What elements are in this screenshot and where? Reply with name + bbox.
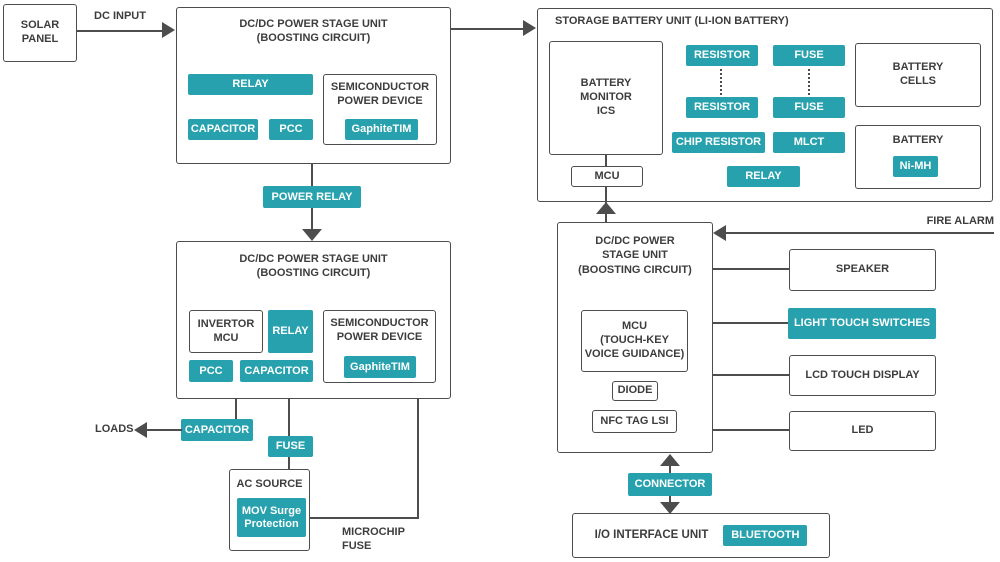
connector-up-line: [669, 465, 671, 473]
arrow-up-icon: [596, 202, 616, 214]
boost1-to-powerrelay-line: [311, 164, 313, 187]
boost1-to-storage-line: [451, 28, 524, 30]
solar-panel-box: SOLAR PANEL: [3, 4, 77, 62]
boost3-to-lcd-line: [713, 374, 789, 376]
powerrelay-to-boost2-line: [311, 208, 313, 230]
ac-source-title: AC SOURCE: [236, 478, 303, 490]
storage-mlct-chip: MLCT: [773, 132, 845, 153]
storage-mcu-box: MCU: [571, 166, 643, 187]
led-box: LED: [789, 411, 936, 451]
power-relay-chip: POWER RELAY: [263, 186, 361, 208]
boost2-title: DC/DC POWER STAGE UNIT (BOOSTING CIRCUIT…: [239, 253, 388, 280]
boost2-to-microchip-fuse-line: [417, 399, 419, 519]
boost3-nfc-box: NFC TAG LSI: [592, 410, 677, 433]
connector-chip: CONNECTOR: [628, 473, 712, 496]
solar-to-boost1-line: [77, 30, 164, 32]
boost1-title: DC/DC POWER STAGE UNIT (BOOSTING CIRCUIT…: [239, 18, 388, 45]
boost2-graphitetim-chip: GaphiteTIM: [344, 356, 416, 378]
arrow-right-icon: [523, 20, 536, 36]
boost1-pcc-chip: PCC: [269, 119, 313, 140]
storage-fuse-top-chip: FUSE: [773, 45, 845, 66]
boost2-pcc-chip: PCC: [189, 360, 233, 382]
battery-monitor-ics-box: BATTERY MONITOR ICS: [549, 41, 663, 155]
output-capacitor-chip: CAPACITOR: [181, 419, 253, 441]
arrow-up-icon: [660, 454, 680, 466]
connector-down-line: [669, 496, 671, 503]
resistor-dotted-line: [720, 69, 722, 95]
arrow-left-icon: [713, 225, 726, 241]
boost1-relay-chip: RELAY: [188, 74, 313, 95]
battery-cells-box: BATTERY CELLS: [855, 43, 981, 107]
mcu-to-edge-line: [605, 187, 607, 203]
boost1-capacitor-chip: CAPACITOR: [188, 119, 258, 140]
light-touch-switches-chip: LIGHT TOUCH SWITCHES: [788, 308, 936, 339]
boost3-title: DC/DC POWER STAGE UNIT (BOOSTING CIRCUIT…: [578, 235, 692, 276]
mov-surge-protection-chip: MOV Surge Protection: [237, 498, 306, 537]
fuse-to-acsource-line: [288, 457, 290, 470]
bluetooth-chip: BLUETOOTH: [723, 525, 808, 546]
fuse-dotted-line: [808, 69, 810, 95]
nimh-chip: Ni-MH: [893, 156, 938, 177]
boost3-diode-box: DIODE: [612, 381, 658, 401]
storage-chip-resistor-chip: CHIP RESISTOR: [672, 132, 765, 153]
storage-battery-title: STORAGE BATTERY UNIT (LI-ION BATTERY): [555, 15, 789, 27]
boost3-to-speaker-line: [713, 268, 789, 270]
arrow-down-icon: [302, 229, 322, 241]
boost2-invertor-mcu-box: INVERTOR MCU: [189, 310, 263, 353]
boost3-to-storage-line: [605, 213, 607, 223]
arrow-left-icon: [134, 422, 147, 438]
monitor-to-mcu-line: [605, 155, 607, 166]
io-interface-box: I/O INTERFACE UNIT BLUETOOTH: [572, 513, 830, 558]
io-interface-title: I/O INTERFACE UNIT: [594, 529, 709, 542]
boost2-semiconductor-title: SEMICONDUCTOR POWER DEVICE: [330, 317, 429, 344]
storage-resistor-top-chip: RESISTOR: [686, 45, 758, 66]
loads-label: LOADS: [95, 423, 134, 435]
microchip-fuse-to-acsource-line: [310, 517, 419, 519]
boost1-graphitetim-chip: GaphiteTIM: [345, 119, 418, 140]
speaker-box: SPEAKER: [789, 249, 936, 291]
lcd-touch-display-box: LCD TOUCH DISPLAY: [789, 355, 936, 396]
storage-relay-chip: RELAY: [727, 166, 800, 187]
storage-fuse-bottom-chip: FUSE: [773, 97, 845, 118]
boost3-to-led-line: [713, 429, 789, 431]
boost3-mcu-box: MCU (TOUCH-KEY VOICE GUIDANCE): [581, 310, 688, 372]
boost2-capacitor-chip: CAPACITOR: [240, 360, 313, 382]
dc-input-label: DC INPUT: [94, 10, 146, 22]
boost2-relay-chip: RELAY: [268, 310, 313, 353]
battery-nimh-title: BATTERY: [892, 134, 944, 146]
fire-alarm-label: FIRE ALARM: [926, 215, 994, 227]
arrow-down-icon: [660, 502, 680, 514]
battery-nimh-box: [855, 125, 981, 189]
output-fuse-chip: FUSE: [268, 436, 313, 457]
boost1-semiconductor-title: SEMICONDUCTOR POWER DEVICE: [330, 81, 430, 108]
arrow-right-icon: [162, 22, 175, 38]
microchip-fuse-label: MICROCHIP FUSE: [342, 526, 405, 552]
boost2-to-capacitor-line: [235, 399, 237, 420]
storage-resistor-bottom-chip: RESISTOR: [686, 97, 758, 118]
boost2-to-fuse-line: [288, 399, 290, 437]
capacitor-to-loads-line: [146, 429, 182, 431]
fire-alarm-line: [717, 232, 994, 234]
boost3-to-switches-line: [713, 322, 788, 324]
